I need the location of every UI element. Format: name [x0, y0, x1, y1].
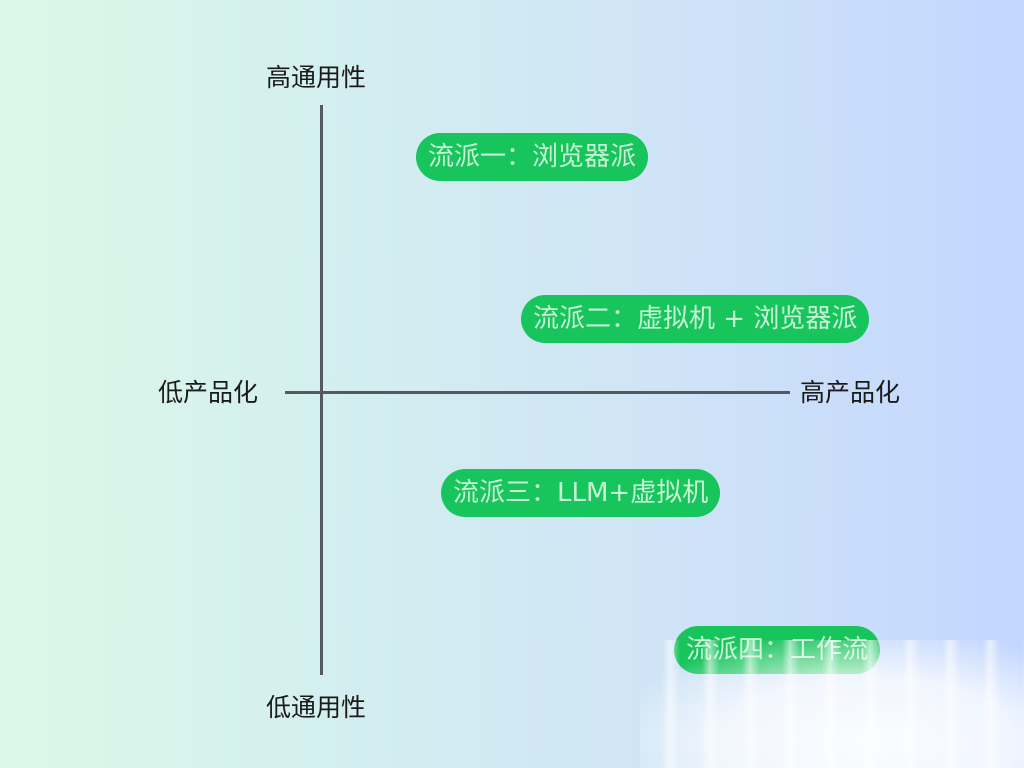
school-pill-vm-browser: 流派二：虚拟机 + 浏览器派	[521, 295, 870, 343]
horizontal-axis	[285, 391, 790, 394]
school-pill-llm-vm: 流派三：LLM+虚拟机	[441, 469, 721, 517]
school-pill-workflow: 流派四：工作流	[674, 626, 881, 674]
axis-label-high-productization: 高产品化	[800, 378, 901, 407]
school-pill-browser: 流派一：浏览器派	[416, 133, 649, 181]
axis-label-low-productization: 低产品化	[158, 378, 259, 407]
axis-label-low-generality: 低通用性	[266, 693, 367, 722]
axis-label-high-generality: 高通用性	[266, 63, 367, 92]
vertical-axis	[320, 105, 323, 675]
